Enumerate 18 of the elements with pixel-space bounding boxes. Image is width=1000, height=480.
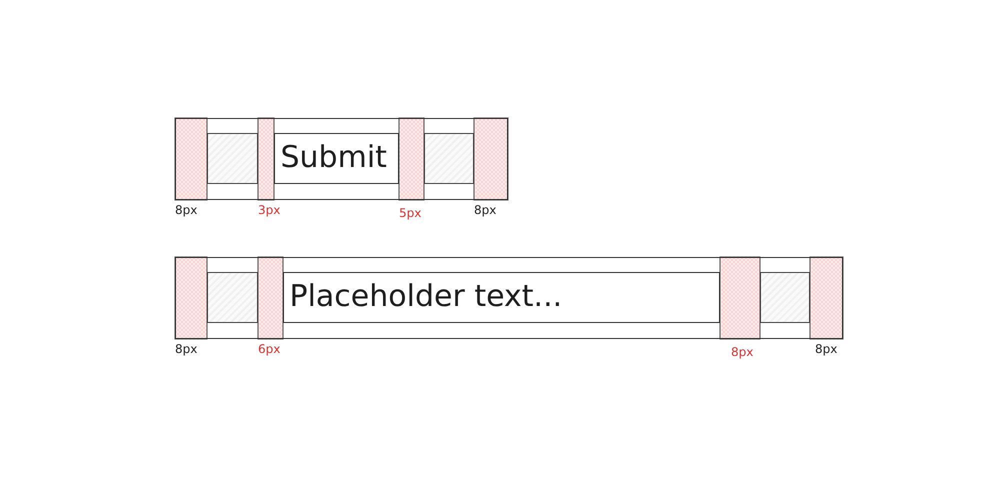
content-box (274, 132, 398, 184)
button-label: Submit (280, 143, 387, 173)
padding-label: 5px (399, 207, 422, 219)
icon-placeholder-box (760, 272, 810, 322)
icon-placeholder-box (424, 132, 474, 184)
padding-label: 8px (175, 343, 198, 355)
padding-label: 8px (175, 204, 198, 216)
padding-label: 8px (731, 346, 754, 358)
icon-placeholder-box (206, 132, 258, 184)
padding-label: 8px (815, 343, 838, 355)
icon-placeholder-box (206, 272, 258, 322)
padding-label: 3px (258, 204, 280, 216)
component-outline (175, 257, 843, 339)
button-label: Placeholder text... (290, 282, 562, 312)
component-outline (175, 118, 508, 200)
content-box (282, 272, 720, 322)
padding-label: 6px (258, 343, 280, 355)
padding-label: 8px (474, 204, 496, 216)
